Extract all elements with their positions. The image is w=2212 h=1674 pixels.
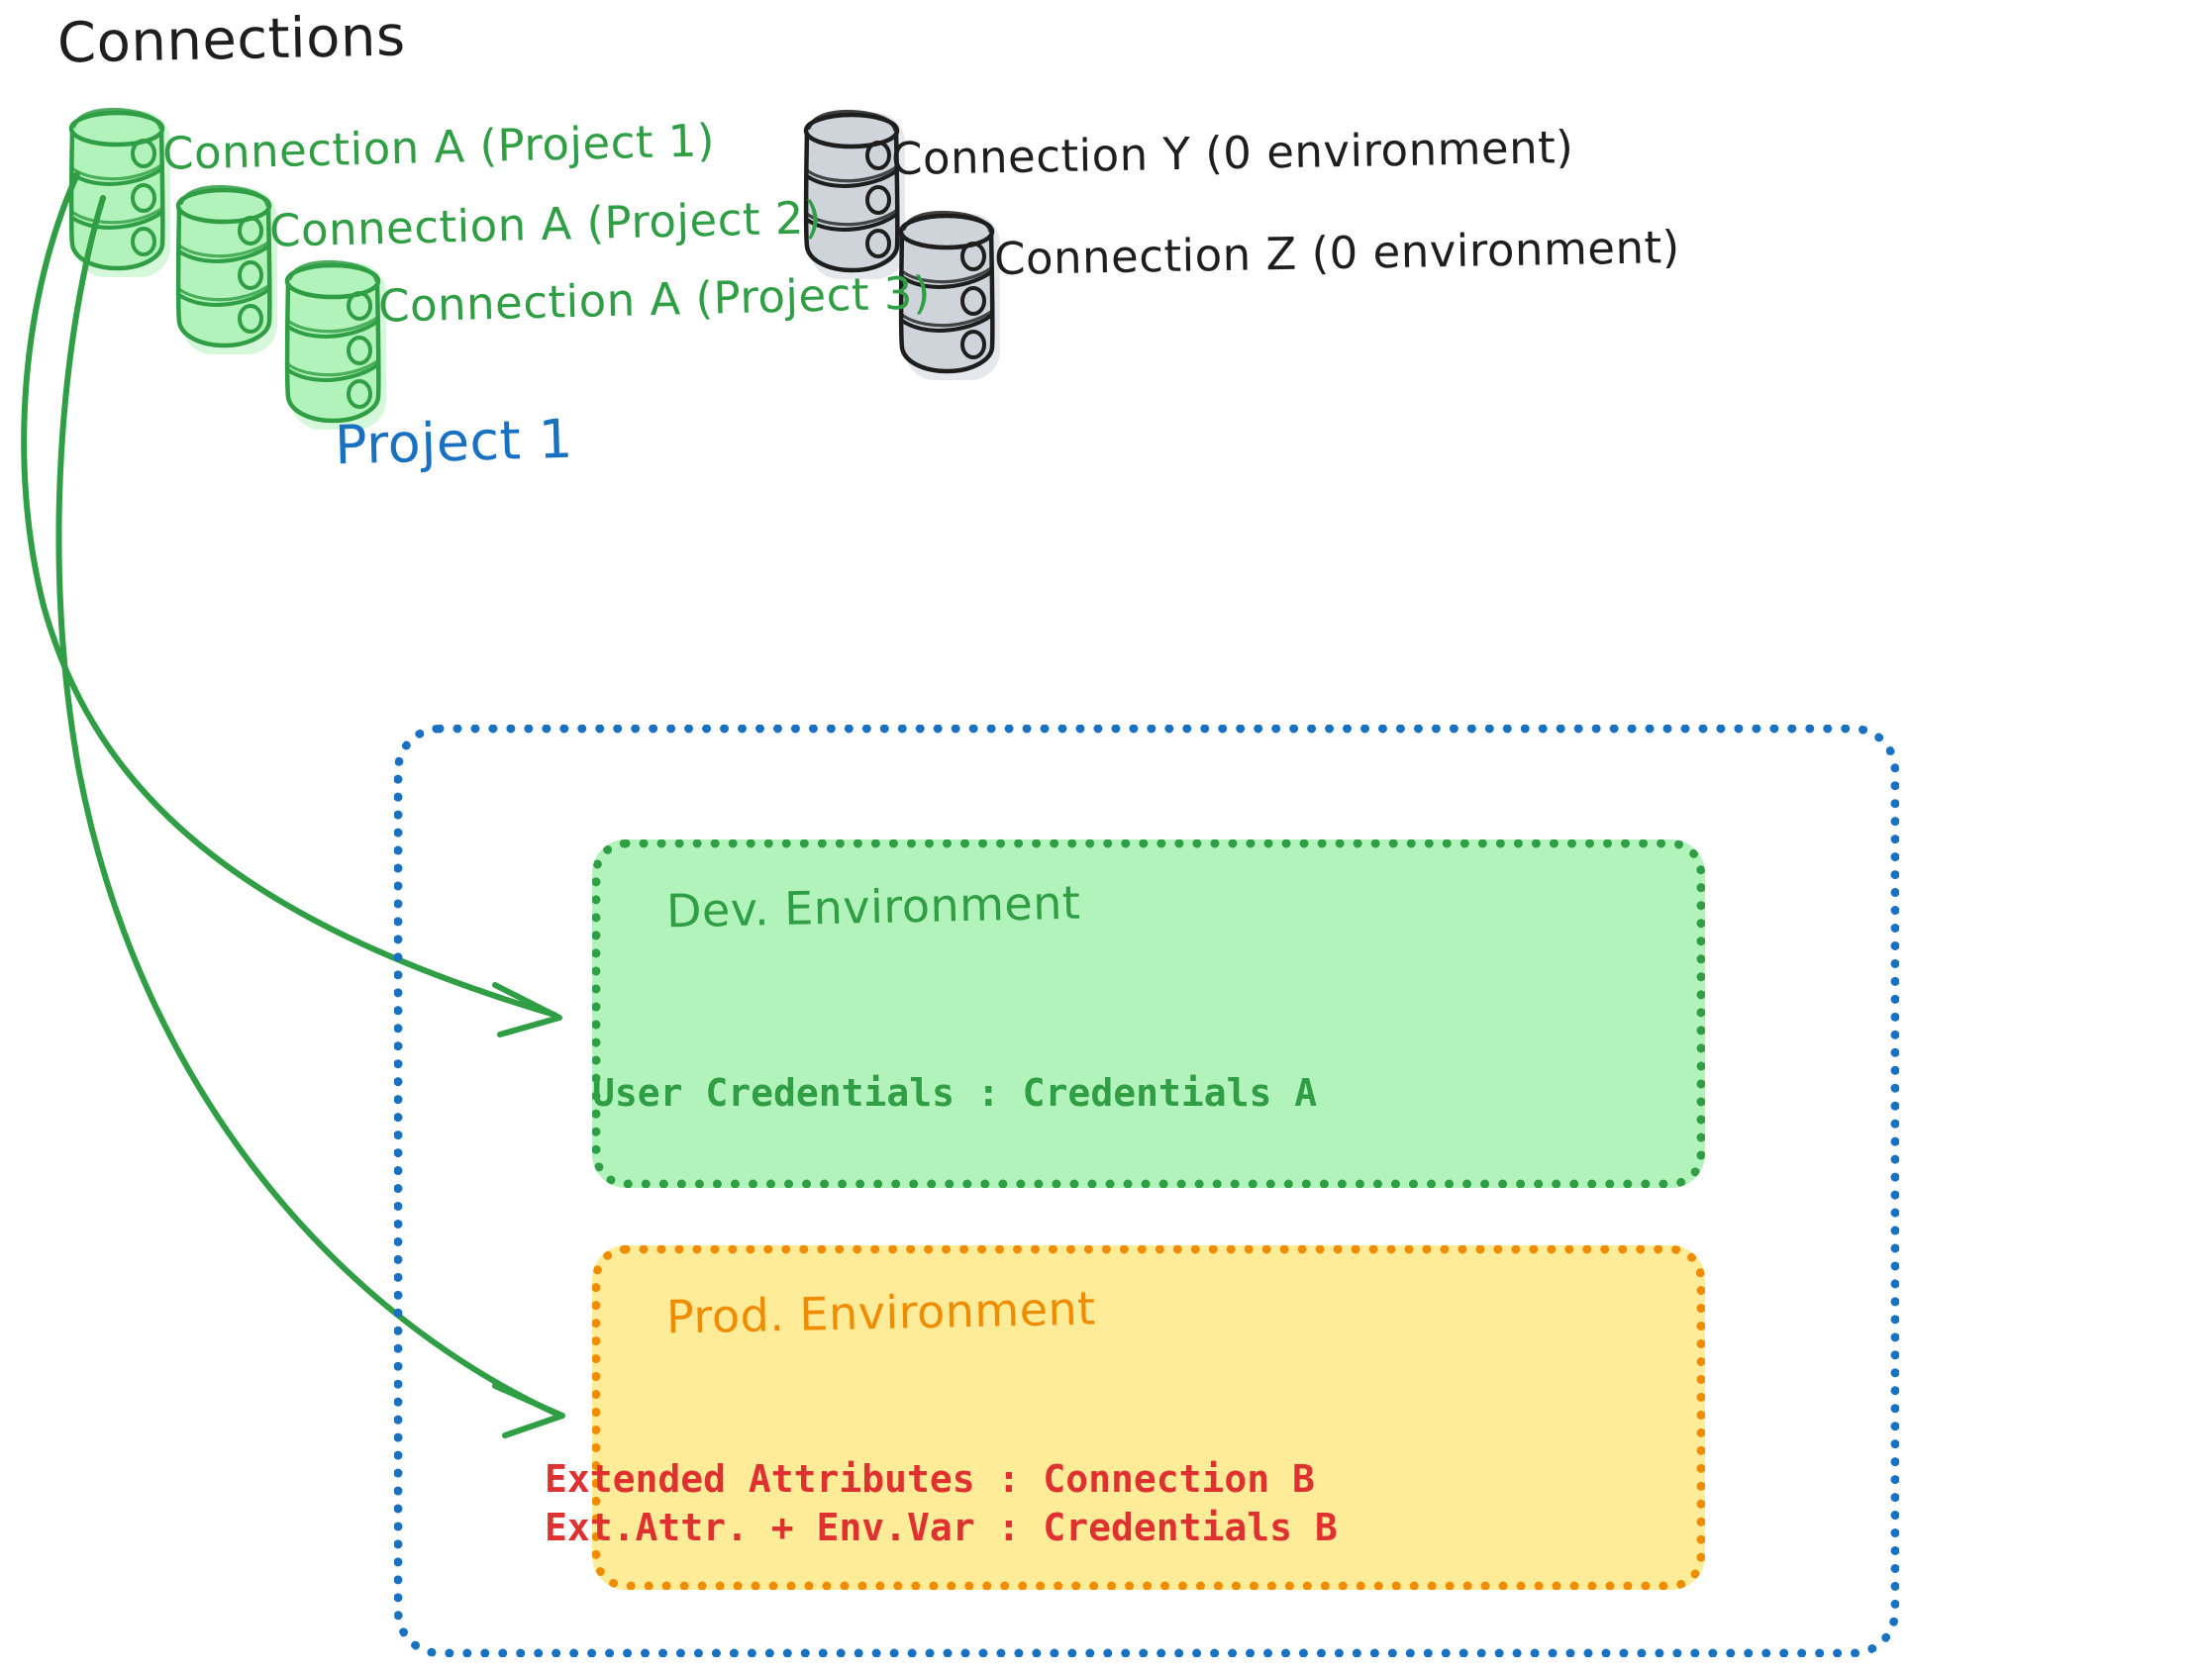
project-title: Project 1: [334, 407, 574, 477]
prod-environment-box: Prod. Environment: [592, 1245, 1705, 1590]
prod-environment-title: Prod. Environment: [665, 1281, 1097, 1344]
dev-environment-title: Dev. Environment: [665, 875, 1081, 938]
prod-environment-attributes: Extended Attributes : Connection B Ext.A…: [545, 1455, 1338, 1553]
database-cylinder-icon: [287, 261, 386, 430]
page-title: Connections: [56, 4, 407, 76]
connection-label-a-project-3: Connection A (Project 3): [377, 266, 932, 333]
connection-label-z: Connection Z (0 environment): [993, 220, 1681, 286]
dev-environment-box: Dev. Environment: [592, 839, 1705, 1188]
connection-label-y: Connection Y (0 environment): [890, 120, 1574, 186]
dev-environment-credentials: User Credentials : Credentials A: [592, 1071, 1318, 1115]
prod-line-1: Extended Attributes : Connection B: [545, 1457, 1315, 1501]
project-1-container: [394, 725, 1899, 1657]
database-cylinder-icon: [71, 109, 170, 277]
database-cylinder-icon: [178, 186, 277, 354]
connection-label-a-project-1: Connection A (Project 1): [161, 114, 716, 180]
connection-label-a-project-2: Connection A (Project 2): [268, 191, 823, 257]
prod-line-2: Ext.Attr. + Env.Var : Credentials B: [545, 1506, 1338, 1550]
